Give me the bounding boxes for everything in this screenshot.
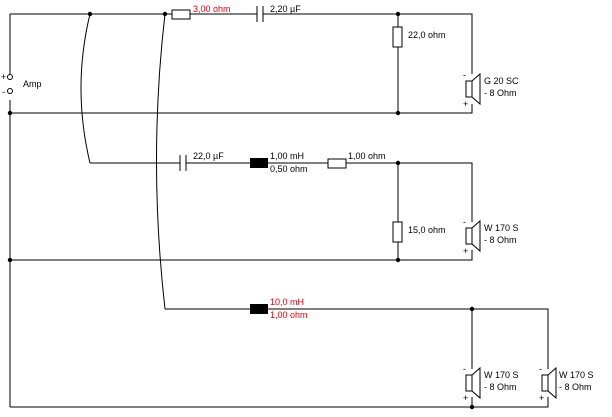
wire-jumper-bass [156, 13, 166, 310]
speaker-name: W 170 S [484, 223, 519, 233]
speaker-plus-sign: + [463, 246, 468, 256]
wires [9, 13, 549, 408]
speaker-impedance: - 8 Ohm [484, 88, 517, 98]
wire-bass-top-2 [268, 308, 549, 369]
speaker-bass-1: - + W 170 S - 8 Ohm [463, 364, 519, 403]
speaker-magnet-icon [465, 374, 473, 392]
c-series-mid-label: 22,0 µF [193, 151, 224, 161]
speaker-tweeter: - + G 20 SC - 8 Ohm [463, 70, 519, 109]
wire-mid-return [10, 250, 473, 261]
r-shunt-mid: 15,0 ohm [392, 221, 446, 243]
speaker-magnet-icon [465, 227, 473, 245]
r-shunt-tweeter-label: 22,0 ohm [408, 30, 446, 40]
l-series-bass-res-label: 1,00 ohm [270, 310, 308, 320]
capacitor-gap-mask [257, 6, 263, 22]
junction-dot [395, 160, 401, 166]
amp-terminal-plus-icon [7, 74, 13, 80]
resistor-icon [171, 9, 191, 20]
speaker-bass-2: - + W 170 S - 8 Ohm [539, 364, 594, 403]
speaker-minus-sign: - [463, 70, 466, 80]
l-series-bass-label: 10,0 mH [270, 297, 304, 307]
speaker-cone-icon [471, 366, 481, 400]
r-shunt-tweeter: 22,0 ohm [392, 26, 446, 48]
speaker-impedance: - 8 Ohm [559, 382, 592, 392]
inductor-icon [250, 304, 268, 314]
junctions [7, 11, 475, 410]
l-series-mid-label: 1,00 mH [270, 151, 304, 161]
inductor-icon [250, 158, 268, 168]
junction-dot [469, 306, 475, 312]
r-shunt-mid-label: 15,0 ohm [408, 225, 446, 235]
speaker-minus-sign: - [463, 217, 466, 227]
speaker-cone-icon [547, 366, 557, 400]
speaker-impedance: - 8 Ohm [484, 382, 517, 392]
speaker-mid: - + W 170 S - 8 Ohm [463, 217, 519, 256]
junction-dot [7, 257, 13, 263]
junction-dot [395, 110, 401, 116]
r-series-mid-label: 1,00 ohm [348, 151, 386, 161]
speaker-cone-icon [471, 72, 481, 106]
speaker-magnet-icon [541, 374, 549, 392]
junction-dot [87, 11, 93, 17]
resistor-icon [392, 221, 403, 243]
speaker-magnet-icon [465, 80, 473, 98]
speaker-minus-sign: - [539, 364, 542, 374]
l-series-mid: 1,00 mH 0,50 ohm [250, 151, 308, 174]
junction-dot [469, 404, 475, 410]
c-series-tweeter-label: 2,20 µF [270, 4, 301, 14]
l-series-mid-res-label: 0,50 ohm [270, 164, 308, 174]
wire-mid-top-4 [346, 162, 473, 222]
amp-source: + - Amp [1, 72, 42, 97]
speaker-plus-sign: + [539, 393, 544, 403]
speaker-name: W 170 S [484, 370, 519, 380]
resistor-icon [327, 158, 347, 169]
wire-tweeter-top-3 [263, 13, 473, 74]
c-series-mid: 22,0 µF [179, 151, 224, 171]
speaker-minus-sign: - [463, 364, 466, 374]
wire-jumper-mid [80, 13, 91, 164]
resistor-icon [392, 26, 403, 48]
amp-plus-sign: + [1, 72, 6, 82]
speaker-plus-sign: + [463, 99, 468, 109]
r-series-mid: 1,00 ohm [327, 151, 386, 169]
junction-dot [7, 110, 13, 116]
speaker-name: W 170 S [559, 370, 594, 380]
l-series-bass: 10,0 mH 1,00 ohm [250, 297, 308, 320]
speaker-plus-sign: + [463, 393, 468, 403]
amp-terminal-minus-icon [7, 88, 13, 94]
c-series-tweeter: 2,20 µF [256, 4, 301, 22]
junction-dot [395, 257, 401, 263]
speaker-impedance: - 8 Ohm [484, 235, 517, 245]
junction-dot [395, 11, 401, 17]
r-series-tweeter: 3,00 ohm [171, 4, 231, 20]
amp-minus-sign: - [2, 87, 5, 97]
r-series-tweeter-label: 3,00 ohm [193, 4, 231, 14]
wire-tweeter-return [10, 104, 473, 114]
speaker-name: G 20 SC [484, 76, 519, 86]
junction-dot [162, 11, 168, 17]
amp-label: Amp [23, 79, 42, 89]
speaker-cone-icon [471, 219, 481, 253]
